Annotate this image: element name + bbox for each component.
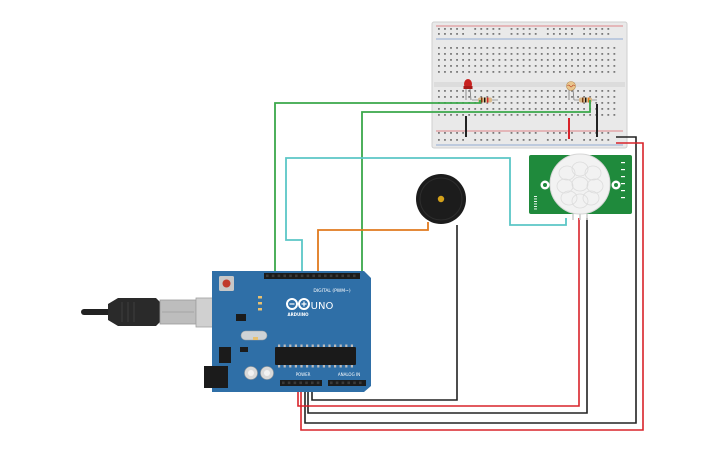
arduino-infinity-icon <box>286 298 310 310</box>
resistor-1[interactable] <box>472 97 498 103</box>
voltage-regulator <box>219 347 231 363</box>
resistor-1-band-1 <box>481 97 483 103</box>
header-power-pins <box>280 380 322 386</box>
pir-sensor[interactable] <box>529 153 632 220</box>
photoresistor-track <box>567 84 575 88</box>
wire-teal-pir-signal[interactable] <box>285 157 567 272</box>
model-label: UNO <box>311 301 334 312</box>
header-digital-pins <box>264 273 360 279</box>
resistor-2[interactable] <box>574 97 597 103</box>
label-digital: DIGITAL (PWM~) <box>313 288 351 294</box>
pir-dome-facets <box>556 161 604 209</box>
label-analog: ANALOG IN <box>338 372 360 377</box>
photoresistor-head <box>566 81 576 91</box>
photoresistor-leg-2 <box>572 89 575 101</box>
led-base <box>463 86 473 89</box>
buzzer-hole <box>437 195 445 203</box>
led-leg-anode <box>469 88 472 101</box>
led[interactable] <box>463 79 473 101</box>
usb-cable[interactable] <box>81 297 219 328</box>
pir-silkscreen-marks <box>534 162 625 210</box>
buzzer-ring <box>419 177 463 221</box>
label-power: POWER <box>296 372 311 377</box>
resistor-2-band-3 <box>588 97 590 103</box>
wire-black-breadboard-ground[interactable] <box>304 136 637 424</box>
power-jack[interactable] <box>204 366 228 388</box>
breadboard[interactable] <box>431 21 628 149</box>
microcontroller-pins <box>278 344 353 368</box>
buzzer[interactable] <box>416 174 466 224</box>
microcontroller-chip <box>275 347 356 365</box>
resistor-1-band-2 <box>484 97 486 103</box>
arduino-board[interactable]: DIGITAL (PWM~) POWER ANALOG IN ARDUINO U… <box>204 271 371 392</box>
header-analog-pins <box>328 380 366 386</box>
wire-black-buzzer-ground[interactable] <box>311 225 458 401</box>
resistor-2-band-2 <box>585 97 587 103</box>
wire-green-led[interactable] <box>274 100 481 272</box>
wire-orange-buzzer[interactable] <box>317 222 429 272</box>
wire-red-pir-power[interactable] <box>297 218 580 407</box>
wire-green-ldr[interactable] <box>361 100 591 272</box>
wire-black-pir-ground[interactable] <box>307 218 588 414</box>
reset-button-cap <box>222 279 231 288</box>
breadboard-channel <box>434 82 625 87</box>
resistor-2-band-1 <box>582 97 584 103</box>
wire-red-breadboard-power[interactable] <box>300 142 644 431</box>
brand-label: ARDUINO <box>288 312 310 317</box>
resistor-1-band-3 <box>487 97 489 103</box>
photoresistor[interactable] <box>566 81 576 101</box>
pir-dome <box>549 153 611 215</box>
